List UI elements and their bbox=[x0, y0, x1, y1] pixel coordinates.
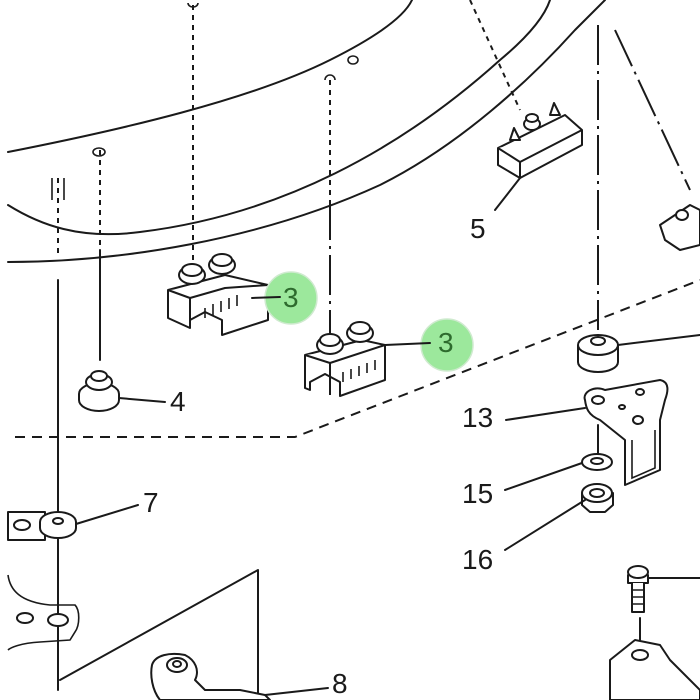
part-13-stay-bracket[interactable] bbox=[583, 379, 669, 486]
part-7-washer[interactable] bbox=[7, 511, 77, 541]
part-8-bracket[interactable] bbox=[150, 652, 271, 700]
callout-13-label[interactable]: 13 bbox=[462, 402, 493, 433]
hole-markers bbox=[51, 2, 359, 200]
part-3-clamp-right[interactable] bbox=[304, 321, 386, 397]
part-lower-left-bracket bbox=[7, 574, 80, 651]
body-panel-outline bbox=[7, 0, 606, 263]
leader-lines bbox=[75, 177, 700, 696]
callout-8-label[interactable]: 8 bbox=[332, 668, 348, 699]
part-5-cable-holder[interactable] bbox=[497, 102, 583, 179]
callout-15-label[interactable]: 15 bbox=[462, 478, 493, 509]
part-edge-clamp bbox=[659, 204, 700, 251]
part-bolt[interactable] bbox=[609, 565, 700, 700]
guide-lines bbox=[15, 0, 700, 700]
part-16-nut[interactable] bbox=[581, 483, 614, 513]
part-4-grommet[interactable] bbox=[78, 370, 120, 412]
callout-4-label[interactable]: 4 bbox=[170, 386, 186, 417]
part-grommet-upper[interactable] bbox=[577, 334, 619, 373]
callout-7-label[interactable]: 7 bbox=[143, 487, 159, 518]
part-3-clamp-left[interactable] bbox=[167, 253, 269, 336]
callout-3b-highlight bbox=[420, 318, 474, 372]
callout-3b-label[interactable]: 3 bbox=[438, 327, 454, 358]
part-15-washer[interactable] bbox=[581, 453, 613, 471]
callout-3a-label[interactable]: 3 bbox=[283, 282, 299, 313]
callout-16-label[interactable]: 16 bbox=[462, 544, 493, 575]
callout-5-label[interactable]: 5 bbox=[470, 213, 486, 244]
